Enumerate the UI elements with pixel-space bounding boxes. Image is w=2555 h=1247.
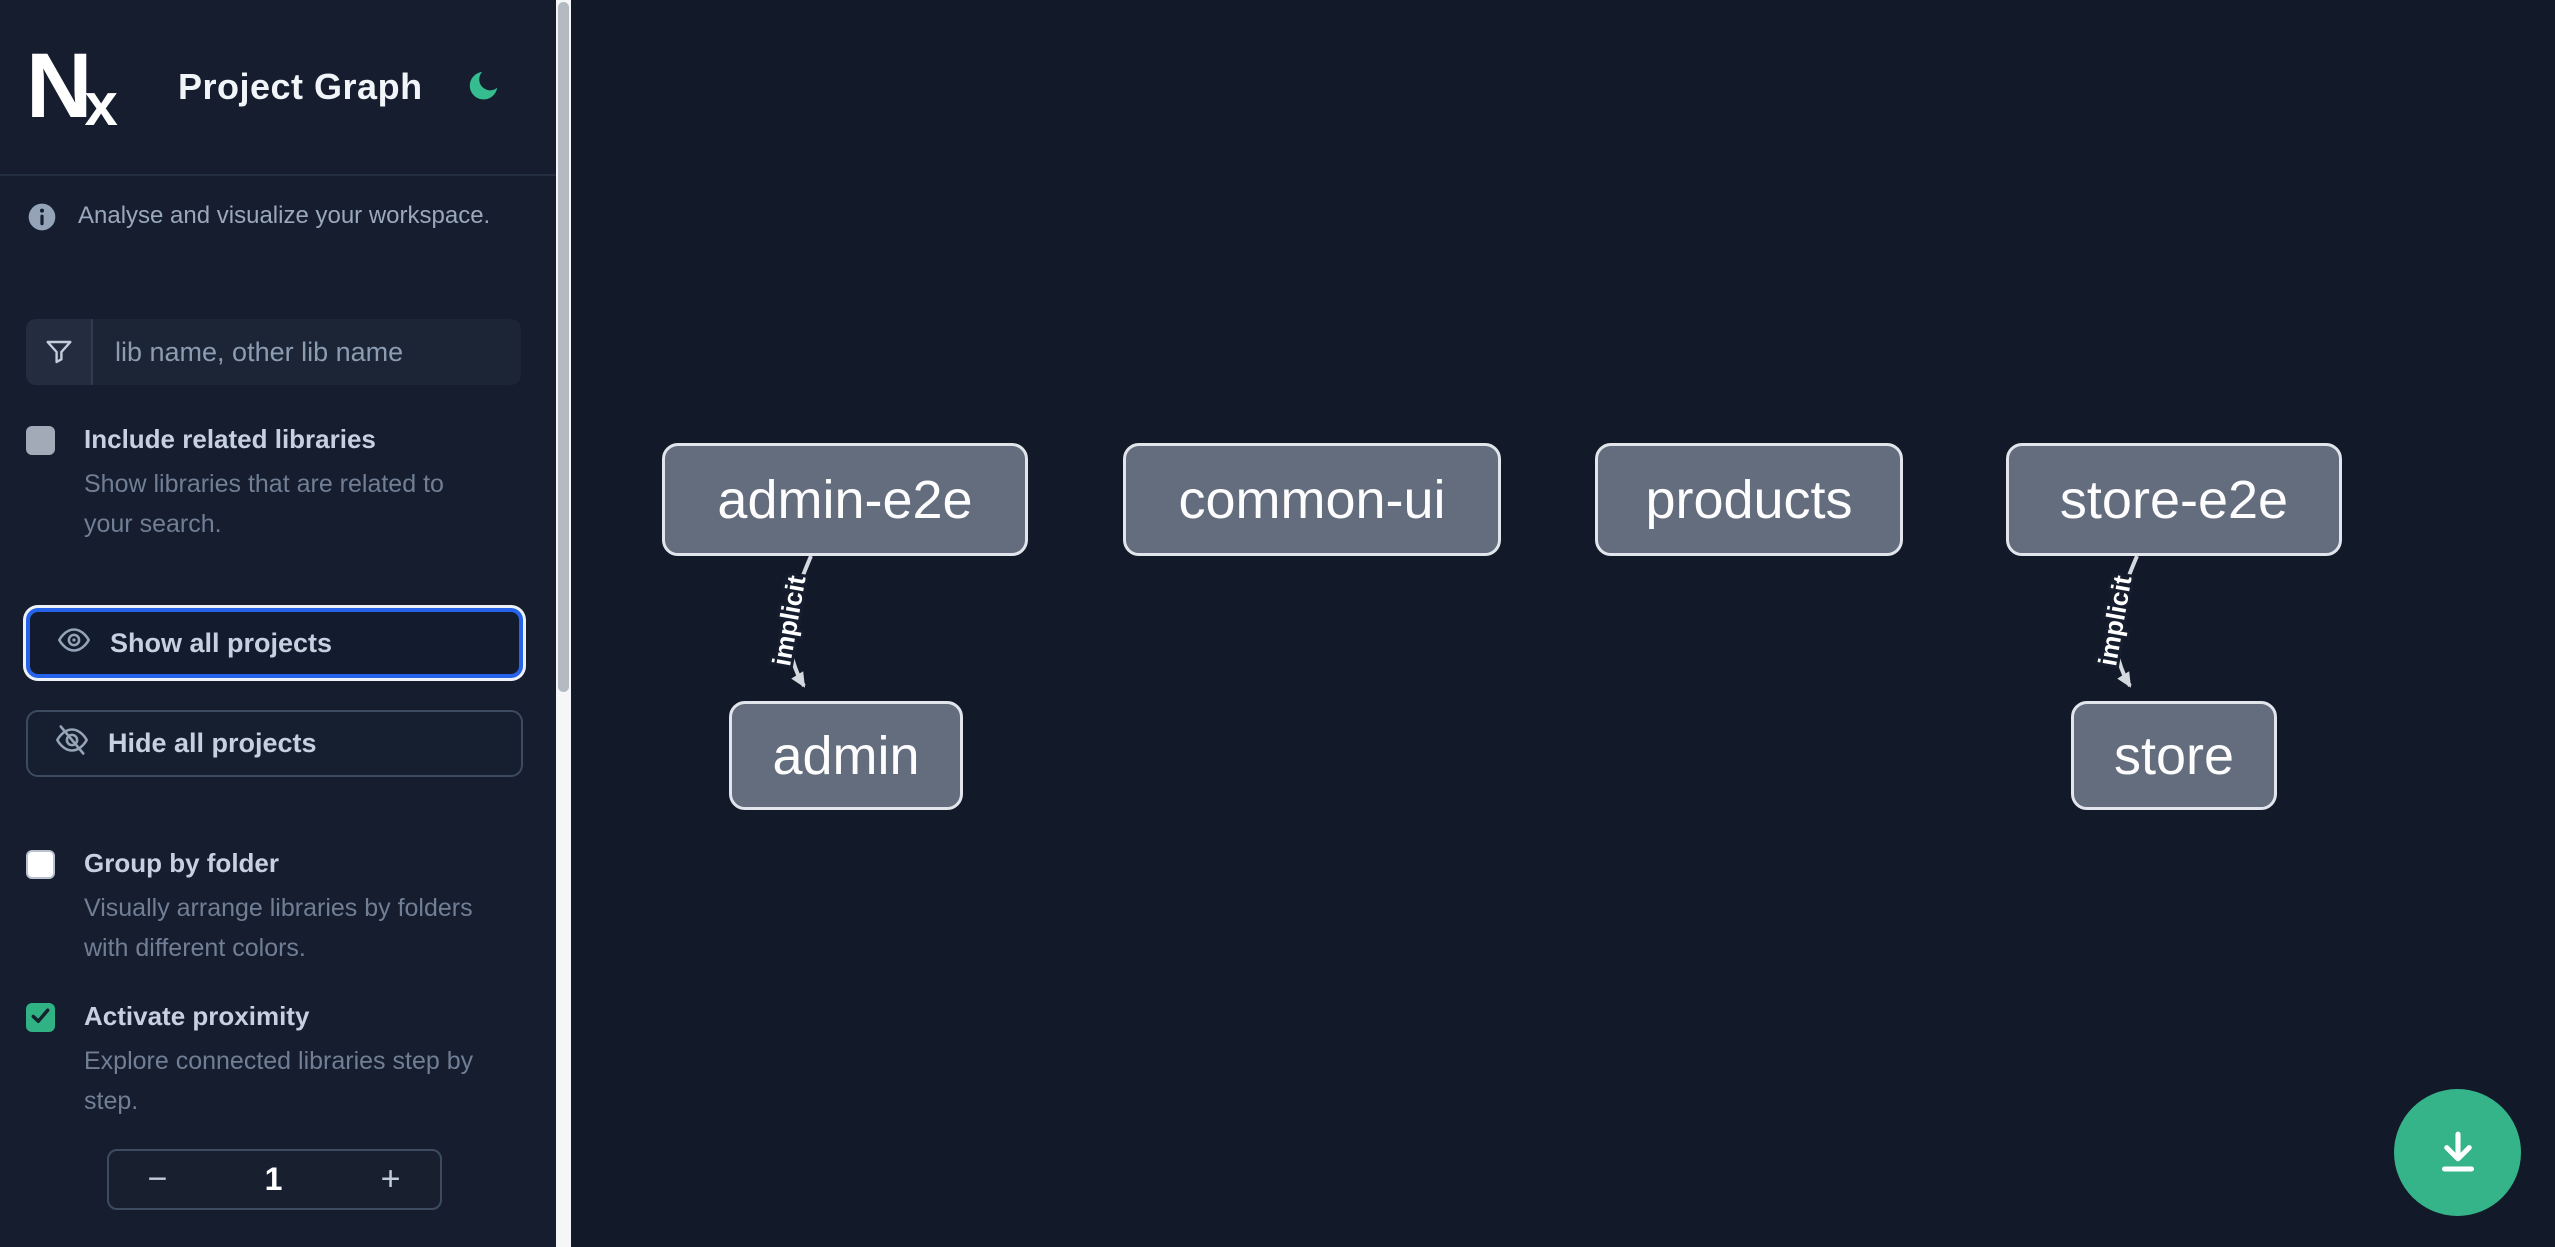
nx-logo: N x xyxy=(26,35,178,139)
include-related-checkbox[interactable] xyxy=(26,426,55,455)
download-graph-button[interactable] xyxy=(2394,1089,2521,1216)
graph-node-products[interactable]: products xyxy=(1595,443,1903,556)
show-all-projects-label: Show all projects xyxy=(110,627,333,658)
proximity-decrement-button[interactable]: − xyxy=(109,1151,206,1208)
filter-search-box xyxy=(26,319,521,385)
proximity-stepper: − 1 + xyxy=(107,1149,442,1210)
eye-icon xyxy=(56,622,92,665)
show-all-projects-button[interactable]: Show all projects xyxy=(26,608,523,678)
proximity-value: 1 xyxy=(264,1161,283,1197)
tagline-text: Analyse and visualize your workspace. xyxy=(78,202,491,229)
group-by-folder-option: Group by folder Visually arrange librari… xyxy=(26,848,526,968)
group-by-folder-checkbox[interactable] xyxy=(26,850,55,879)
graph-node-admin-e2e[interactable]: admin-e2e xyxy=(662,443,1028,556)
edge-label-implicit: implicit xyxy=(2092,573,2137,668)
activate-proximity-checkbox[interactable] xyxy=(26,1003,55,1032)
graph-node-common-ui[interactable]: common-ui xyxy=(1123,443,1501,556)
graph-canvas[interactable]: implicit implicit admin-e2e common-ui pr… xyxy=(571,0,2555,1247)
hide-all-projects-button[interactable]: Hide all projects xyxy=(26,710,523,777)
graph-node-admin[interactable]: admin xyxy=(729,701,963,810)
edge-line[interactable] xyxy=(2113,555,2139,688)
edge-label-implicit: implicit xyxy=(766,573,811,668)
funnel-icon xyxy=(26,319,93,385)
sidebar: N x Project Graph Analyse and xyxy=(0,0,556,1247)
nx-logo-letter-n: N xyxy=(26,35,93,138)
edge-line[interactable] xyxy=(787,555,813,688)
include-related-label[interactable]: Include related libraries xyxy=(84,424,376,454)
graph-node-store[interactable]: store xyxy=(2071,701,2277,810)
group-by-folder-description: Visually arrange libraries by folders wi… xyxy=(84,894,473,962)
info-icon xyxy=(26,200,58,238)
graph-node-store-e2e[interactable]: store-e2e xyxy=(2006,443,2342,556)
moon-icon xyxy=(466,68,502,107)
sidebar-scrollbar-track xyxy=(556,0,571,1247)
edge-admin-e2e-to-admin: implicit xyxy=(763,555,815,688)
activate-proximity-option: Activate proximity Explore connected lib… xyxy=(26,1001,526,1121)
include-related-description: Show libraries that are related to your … xyxy=(84,470,444,538)
workspace-info-row: Analyse and visualize your workspace. xyxy=(26,200,526,238)
download-icon xyxy=(2431,1124,2485,1181)
proximity-increment-button[interactable]: + xyxy=(341,1151,440,1208)
edge-store-e2e-to-store: implicit xyxy=(2089,555,2141,688)
checkmark-icon xyxy=(29,1004,52,1032)
hide-all-projects-label: Hide all projects xyxy=(108,728,317,758)
page-title: Project Graph xyxy=(178,66,423,107)
group-by-folder-label[interactable]: Group by folder xyxy=(84,848,279,878)
sidebar-header: N x Project Graph xyxy=(0,0,556,176)
theme-toggle-button[interactable] xyxy=(462,65,506,109)
include-related-option: Include related libraries Show libraries… xyxy=(26,424,526,544)
eye-off-icon xyxy=(54,722,90,765)
activate-proximity-label[interactable]: Activate proximity xyxy=(84,1001,310,1031)
activate-proximity-description: Explore connected libraries step by step… xyxy=(84,1047,474,1115)
sidebar-scrollbar-thumb[interactable] xyxy=(558,2,569,692)
nx-logo-letter-x: x xyxy=(84,71,118,139)
filter-input[interactable] xyxy=(93,319,521,385)
